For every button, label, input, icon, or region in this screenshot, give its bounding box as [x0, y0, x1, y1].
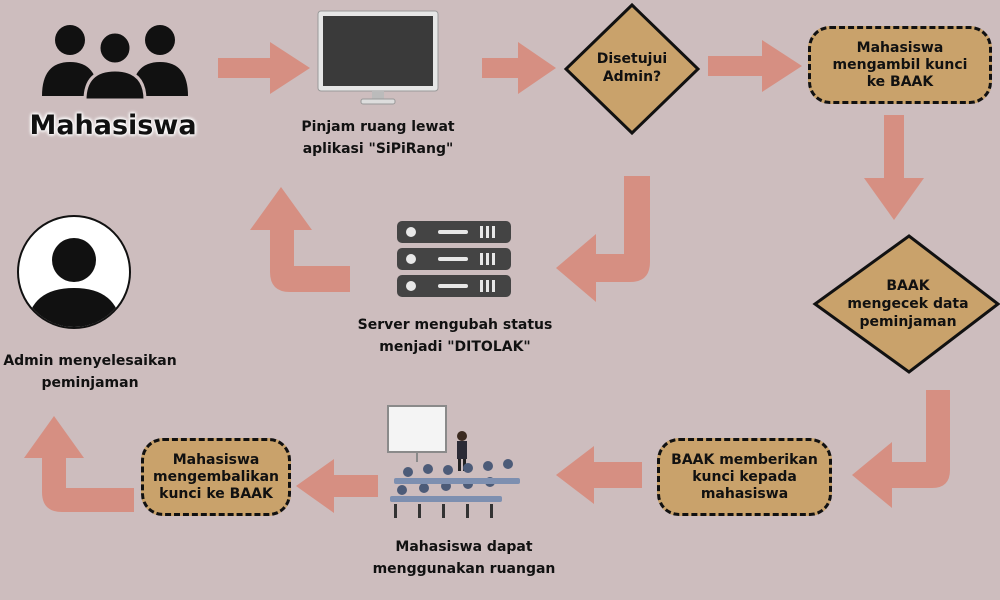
arrow-check-to-givekey	[852, 390, 950, 508]
check-data-label: BAAK mengecek data peminjaman	[847, 278, 969, 330]
arrow-decision-to-server	[556, 176, 650, 302]
classroom-icon	[387, 405, 520, 518]
give-key-box: BAAK memberikan kunci kepada mahasiswa	[657, 438, 832, 516]
approved-decision-label: Disetujui Admin?	[596, 51, 668, 85]
take-key-box: Mahasiswa mengambil kunci ke BAAK	[808, 26, 992, 104]
arrow-takekey-to-check	[864, 115, 924, 220]
arrow-room-to-return	[296, 459, 378, 513]
use-room-label: Mahasiswa dapat menggunakan ruangan	[372, 539, 556, 577]
arrow-server-to-app	[250, 187, 350, 292]
rejected-label: Server mengubah status menjadi "DITOLAK"	[357, 317, 553, 355]
check-data-diamond	[812, 234, 1000, 374]
students-icon	[42, 25, 188, 100]
return-key-box: Mahasiswa mengembalikan kunci ke BAAK	[141, 438, 291, 516]
arrow-givekey-to-room	[556, 446, 642, 504]
approved-decision-diamond	[563, 2, 701, 136]
server-icon	[397, 221, 511, 297]
borrow-label: Pinjam ruang lewat aplikasi "SiPiRang"	[301, 119, 455, 157]
finish-label: Admin menyelesaikan peminjaman	[3, 353, 177, 391]
monitor-icon	[317, 10, 439, 105]
admin-avatar-icon	[17, 215, 131, 329]
arrow-app-to-decision	[482, 42, 556, 94]
arrow-return-to-admin	[24, 416, 134, 512]
arrow-students-to-app	[218, 42, 310, 94]
arrow-decision-to-takekey	[708, 40, 802, 92]
students-title: Mahasiswa	[29, 110, 197, 141]
